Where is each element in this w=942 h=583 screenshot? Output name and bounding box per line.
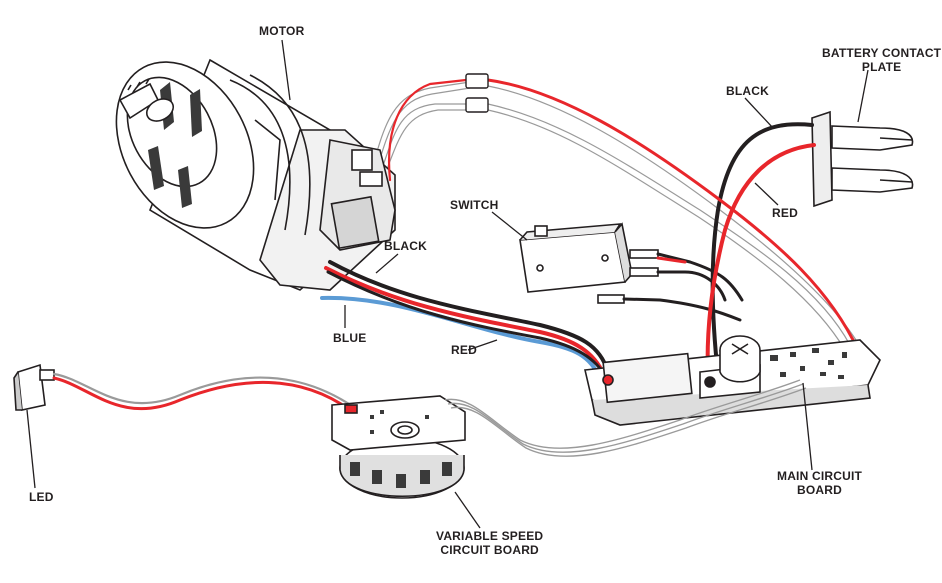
label-battery-contact-plate-line2: PLATE [861,60,902,74]
switch [519,222,659,304]
led-wires [52,372,357,412]
motor-wires [320,260,610,380]
label-black-top: BLACK [726,84,769,98]
leader-variable-speed [454,491,481,529]
leader-motor [281,39,291,101]
label-led: LED [29,490,54,504]
label-variable-speed-circuit-board: VARIABLE SPEED CIRCUIT BOARD [436,529,543,557]
label-black-mid: BLACK [384,239,427,253]
led [13,363,55,411]
label-motor: MOTOR [259,24,305,38]
leader-led [26,409,36,489]
variable-speed-wires [444,379,807,457]
leader-lines [26,39,869,529]
leader-main-board [802,382,813,471]
battery-wires [705,122,816,380]
motor [115,58,396,291]
top-connector-wires [388,78,860,352]
main-circuit-board [584,335,881,426]
label-battery-contact-plate: BATTERY CONTACT PLATE [822,46,941,74]
leader-red-mid [467,339,498,351]
label-main-circuit-board-line2: BOARD [797,483,843,497]
label-variable-speed-line2: CIRCUIT BOARD [440,543,539,557]
label-red-mid: RED [451,343,477,357]
label-red-top: RED [772,206,798,220]
leader-switch [491,211,528,241]
switch-wires [622,252,744,322]
label-main-circuit-board-line1: MAIN CIRCUIT [777,469,863,483]
label-main-circuit-board: MAIN CIRCUIT BOARD [777,469,862,497]
label-battery-contact-plate-line1: BATTERY CONTACT [822,46,942,60]
label-switch: SWITCH [450,198,499,212]
battery-contact-plate [811,110,914,208]
label-variable-speed-line1: VARIABLE SPEED [436,529,544,543]
leader-red-top [754,182,779,206]
leader-black-top [744,97,774,129]
label-blue: BLUE [333,331,367,345]
leader-battery-plate [857,69,869,123]
leader-black-mid [375,253,399,274]
variable-speed-circuit-board [331,395,466,499]
inline-connectors [465,73,489,113]
